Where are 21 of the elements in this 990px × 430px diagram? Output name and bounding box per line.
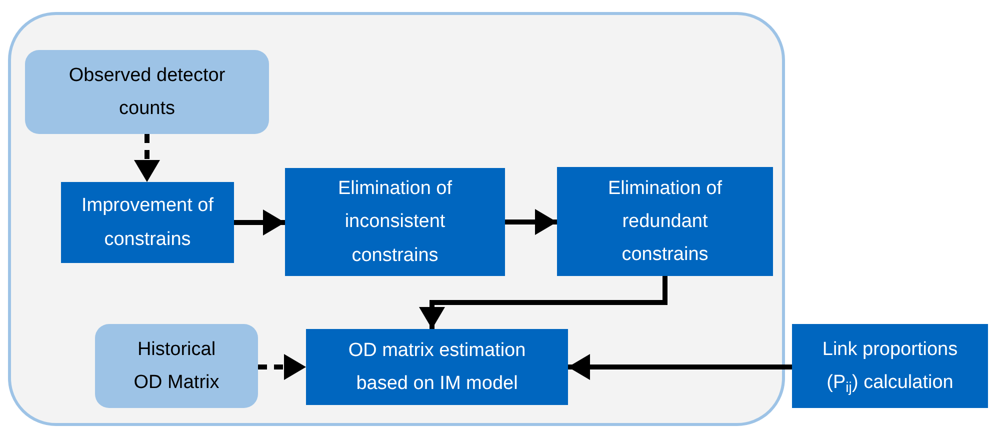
box-label: Elimination of redundant constrains <box>606 176 724 268</box>
process-box <box>557 167 773 276</box>
arrow <box>419 276 668 329</box>
input-box <box>95 324 258 408</box>
box-label: Historical OD Matrix <box>132 338 220 395</box>
arrow <box>234 210 285 236</box>
box-label: Observed detector counts <box>68 64 226 121</box>
box-label: OD matrix estimation based on IM model <box>347 338 527 396</box>
group-frame <box>8 12 785 426</box>
arrow <box>258 354 306 380</box>
process-box <box>285 168 505 276</box>
process-box <box>792 324 988 408</box>
input-box <box>25 50 269 134</box>
process-box <box>61 182 234 263</box>
arrow <box>505 209 557 235</box>
box-label: Link proportions (P$_{ij}$) calculation <box>821 338 959 398</box>
box-label: Elimination of inconsistent constrains <box>336 177 454 268</box>
box-label: Improvement of constrains <box>80 194 214 252</box>
process-box <box>306 329 568 405</box>
arrow <box>568 354 792 380</box>
arrow <box>134 134 160 182</box>
